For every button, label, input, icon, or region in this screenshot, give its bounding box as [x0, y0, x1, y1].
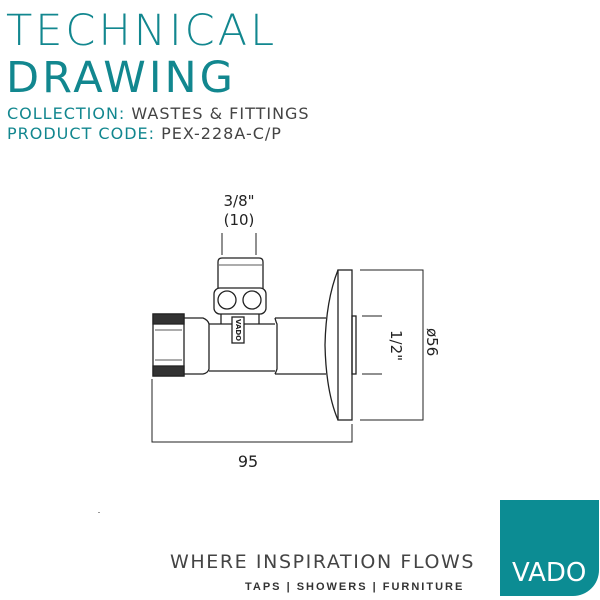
handle-hole-right: [242, 290, 262, 310]
dim-length: 95: [238, 452, 258, 471]
thread-stub: [351, 315, 357, 375]
dim-diameter: ø56: [423, 328, 441, 356]
product-code-value: PEX-228A-C/P: [161, 124, 282, 143]
dim-thread: 1/2": [387, 330, 405, 361]
product-code-line: PRODUCT CODE: PEX-228A-C/P: [7, 124, 282, 143]
handle-stem: [220, 314, 260, 324]
logo-text: VADO: [512, 558, 587, 588]
upper-cap: [217, 257, 264, 290]
stray-mark: [98, 512, 100, 513]
collection-line: COLLECTION: WASTES & FITTINGS: [7, 104, 310, 123]
escutcheon-flange: [337, 269, 353, 421]
page-title-line1: TECHNICAL: [6, 6, 278, 56]
tee-flare: [274, 317, 278, 375]
collection-value: WASTES & FITTINGS: [131, 104, 310, 123]
handle-block: [213, 287, 267, 315]
neck: [184, 317, 210, 375]
dim-top-mm: (10): [224, 211, 255, 229]
outlet-pipe: [275, 317, 326, 375]
nut-band-top: [152, 313, 185, 325]
escutcheon-curve: [324, 269, 339, 421]
tagline: WHERE INSPIRATION FLOWS: [170, 551, 476, 573]
subtagline: TAPS | SHOWERS | FURNITURE: [245, 581, 465, 593]
dim-top-inch: 3/8": [223, 192, 254, 210]
top-dimension: 3/8" (10): [221, 192, 257, 255]
handle-hole-left: [217, 290, 237, 310]
collection-label: COLLECTION:: [7, 104, 126, 123]
page-title-line2: DRAWING: [6, 53, 236, 103]
diameter-dimension: [360, 269, 424, 421]
thread-dimension: [362, 315, 382, 375]
label-plate-text: VADO: [234, 319, 242, 341]
nut-band-bottom: [152, 365, 185, 377]
vado-logo: VADO: [500, 500, 599, 596]
label-plate: [231, 316, 245, 344]
product-code-label: PRODUCT CODE:: [7, 124, 156, 143]
length-dimension: [151, 379, 353, 443]
